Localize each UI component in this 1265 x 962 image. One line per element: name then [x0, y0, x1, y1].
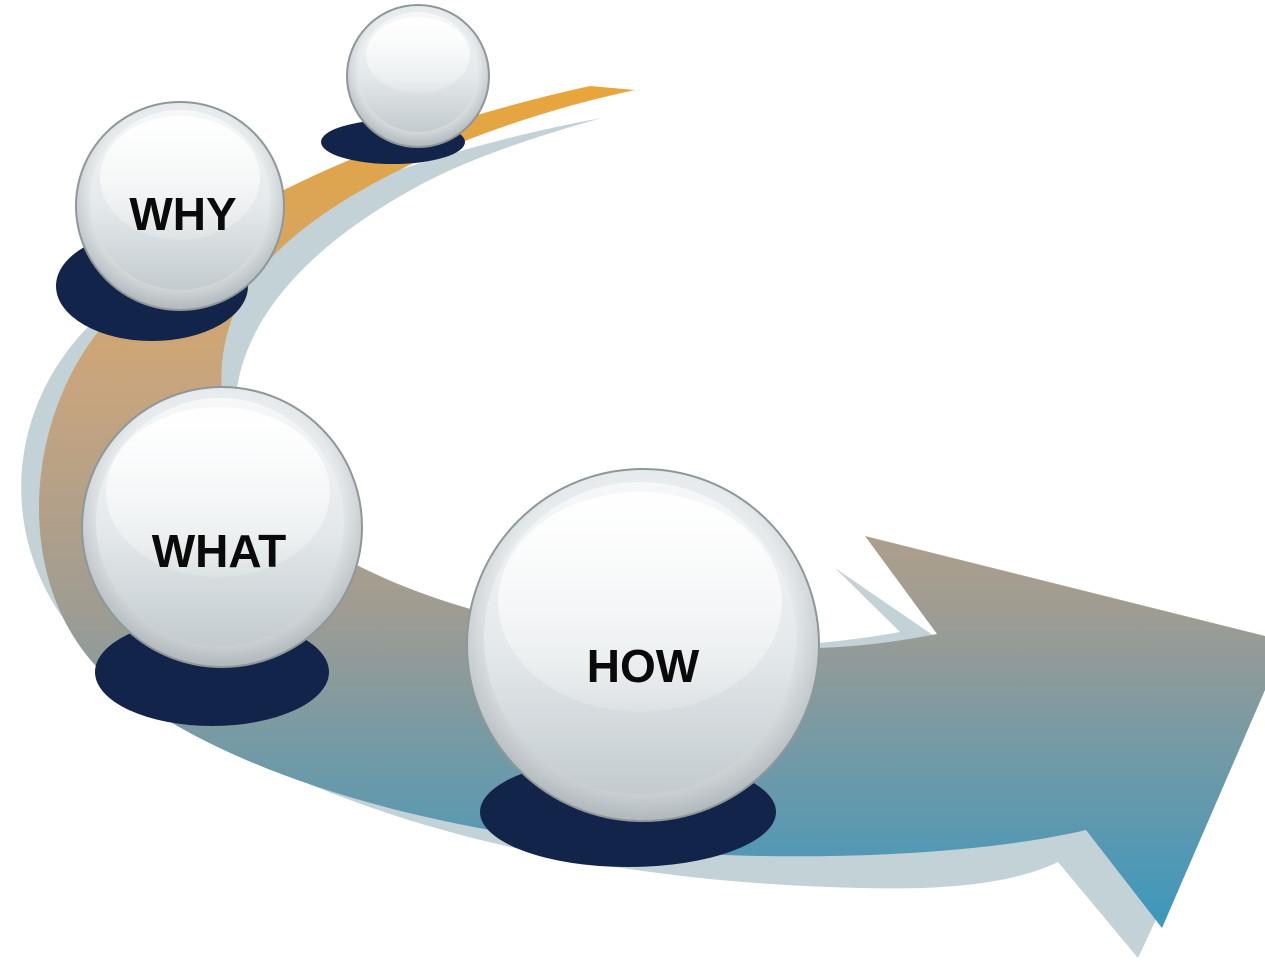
why-ball: WHY: [56, 101, 285, 341]
curved-arrow: [38, 86, 1265, 928]
how-ball: HOW: [466, 468, 820, 867]
what-label: WHAT: [152, 525, 287, 577]
how-ball-gloss: [498, 492, 782, 712]
why-label: WHY: [129, 188, 236, 240]
what-ball: WHAT: [81, 386, 363, 726]
small-ball-gloss: [366, 17, 470, 93]
small-ball: [321, 4, 490, 164]
how-label: HOW: [587, 640, 700, 692]
what-ball-gloss: [106, 407, 330, 577]
why-ball-gloss: [100, 116, 260, 240]
